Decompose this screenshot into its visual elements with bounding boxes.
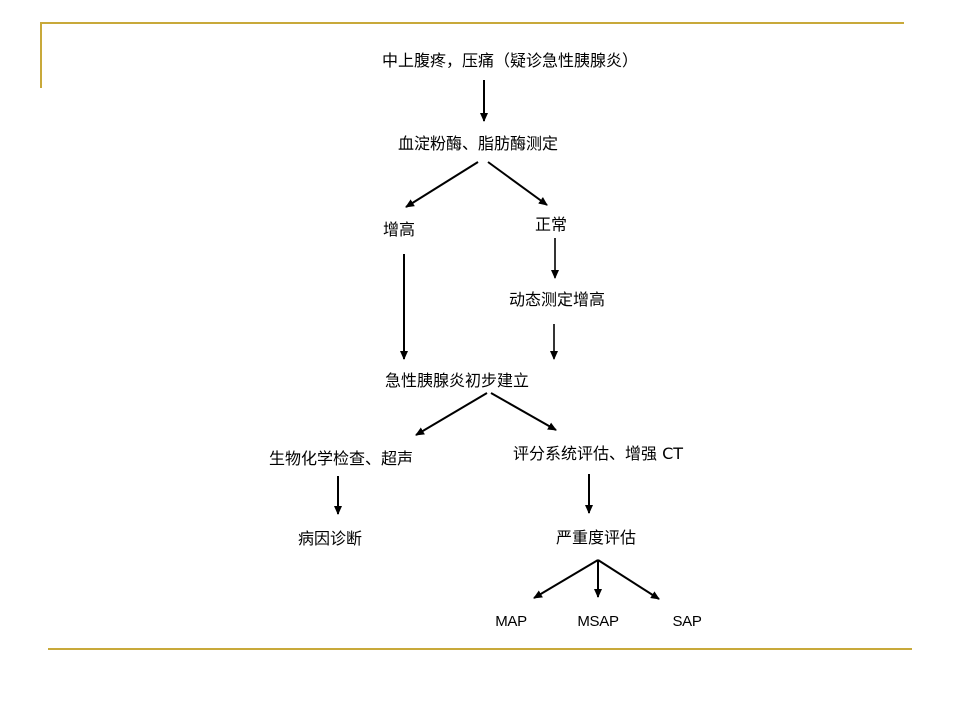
arrow-n10-n13: [597, 559, 660, 600]
node-etiology-diagnosis: 病因诊断: [297, 529, 363, 548]
arrow-n6-n8: [490, 392, 557, 431]
arrow-n2-n3: [405, 161, 479, 208]
node-amylase-lipase-test: 血淀粉酶、脂肪酶测定: [397, 134, 559, 153]
arrow-n10-n11: [533, 559, 599, 599]
bottom-border-rule: [48, 648, 912, 650]
node-biochem-ultrasound: 生物化学检查、超声: [268, 449, 414, 468]
arrow-n6-n7: [415, 392, 488, 436]
node-sap: SAP: [672, 613, 702, 630]
left-border-rule: [40, 22, 42, 88]
node-dynamic-test-elevated: 动态测定增高: [508, 290, 606, 309]
node-scoring-ct: 评分系统评估、增强 CT: [512, 444, 684, 463]
node-severity-assessment: 严重度评估: [555, 528, 637, 547]
node-preliminary-diagnosis: 急性胰腺炎初步建立: [384, 371, 530, 390]
arrow-n2-n4: [487, 161, 548, 206]
node-normal: 正常: [534, 215, 568, 234]
node-msap: MSAP: [577, 613, 619, 630]
node-suspected-pancreatitis: 中上腹疼，压痛（疑诊急性胰腺炎）: [381, 51, 639, 70]
top-border-rule: [40, 22, 904, 24]
node-elevated: 增高: [382, 220, 416, 239]
node-map: MAP: [495, 613, 527, 630]
